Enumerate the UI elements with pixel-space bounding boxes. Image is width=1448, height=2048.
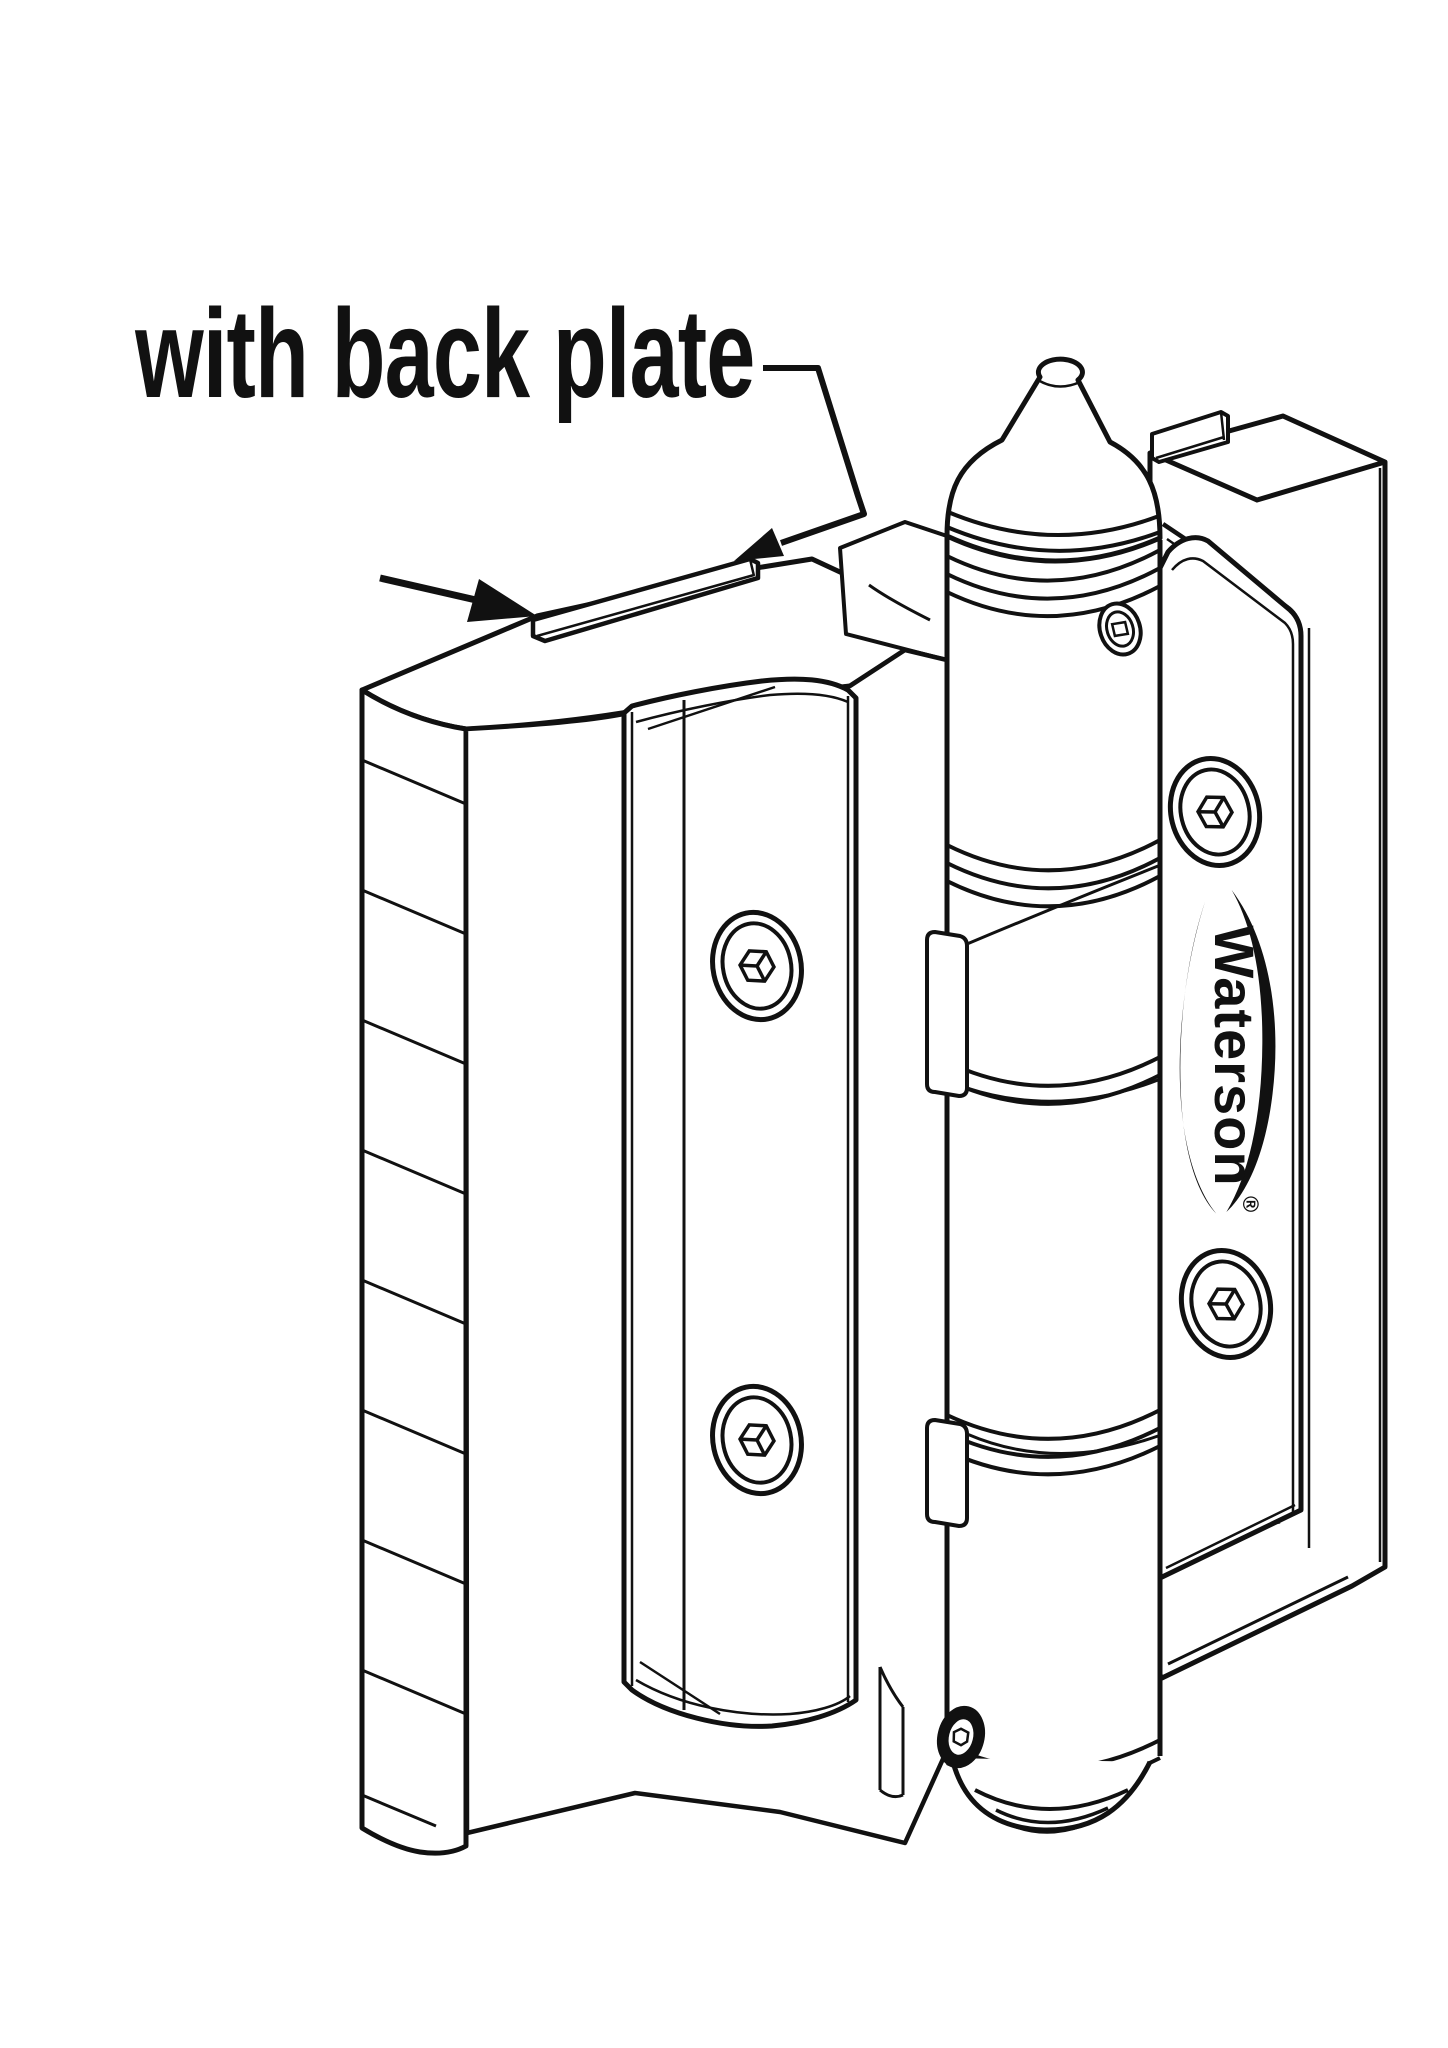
frame-knuckle-bottom-lines — [878, 1666, 905, 1799]
brand-logo: Waterson ® — [1179, 890, 1276, 1214]
set-screw-bottom — [936, 1705, 986, 1769]
frame-leaf-outline — [621, 676, 859, 1729]
set-screw-top — [1097, 601, 1143, 657]
knuckle-wrap-lower — [925, 1418, 969, 1528]
frame-leaf — [621, 676, 859, 1729]
door-back-plate — [1150, 410, 1230, 464]
wall-section-face — [359, 687, 469, 1856]
brand-logo-text: Waterson — [1203, 925, 1266, 1186]
knuckle-ring-top — [946, 838, 1161, 909]
barrel-cap-cone — [944, 356, 1163, 564]
leader-arrow-icon — [734, 365, 867, 561]
knuckle-ring-bottom — [946, 1408, 1161, 1477]
hinge-barrel — [936, 356, 1163, 1834]
barrel-sides — [944, 536, 1163, 1756]
pointer-arrow-icon — [379, 574, 537, 622]
door-top-face-edge — [1148, 450, 1386, 503]
hatching-lines — [361, 758, 467, 1828]
leaf-knuckle-wraps — [925, 864, 1159, 1528]
knuckle-wrap-upper — [925, 930, 969, 1098]
logo-swoosh-top — [1226, 890, 1276, 1213]
frame-pocket-step — [868, 583, 931, 622]
annotation-group: with back plate — [134, 285, 867, 622]
registered-trademark-symbol: ® — [1238, 1196, 1263, 1212]
label-with-back-plate: with back plate — [134, 285, 755, 425]
door-bottom-edge-inner — [1167, 1575, 1349, 1666]
door-leaf: Waterson ® — [1159, 535, 1311, 1581]
